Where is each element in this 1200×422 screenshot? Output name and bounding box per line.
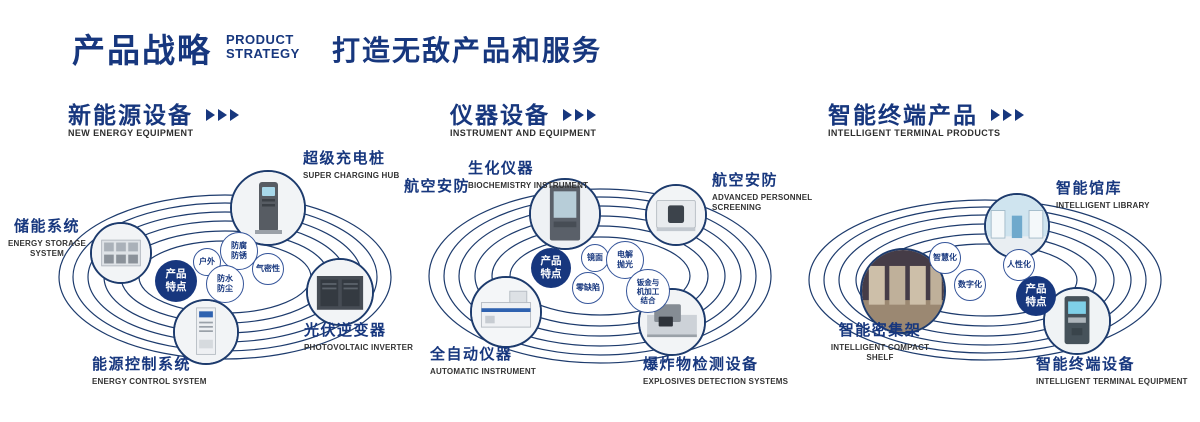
feature-bubble-humanized: 人性化 [1003, 249, 1035, 281]
feature-bubble-zero-defect: 零缺陷 [572, 272, 604, 304]
pv-inverter-image [308, 260, 372, 324]
section-subtitle-instrument: INSTRUMENT AND EQUIPMENT [450, 128, 597, 138]
page-title-en: PRODUCT STRATEGY [226, 33, 300, 60]
feature-bubble-smart: 智慧化 [929, 242, 961, 274]
badge-label: 产品特点 [1025, 283, 1047, 308]
feature-label: 人性化 [1007, 260, 1031, 270]
product-label-energy-storage: 储能系统 ENERGY STORAGE SYSTEM [4, 218, 90, 258]
product-label-super-charging-hub: 超级充电桩 SUPER CHARGING HUB [303, 150, 400, 181]
section-header-instrument: 仪器设备 [450, 96, 596, 130]
triple-arrow-icon [203, 108, 239, 121]
feature-label: 智慧化 [933, 253, 957, 263]
product-label-biochemistry: 生化仪器 BIOCHEMISTRY INSTRUMENT [468, 160, 588, 191]
product-title: 超级充电桩 [303, 150, 386, 167]
energy-storage-image [92, 224, 150, 282]
badge-label: 产品特点 [165, 268, 187, 293]
page-title-en-line1: PRODUCT [226, 32, 294, 47]
product-subtitle: ADVANCED PERSONNEL SCREENING [712, 193, 813, 212]
personnel-screening-image [647, 186, 705, 244]
product-subtitle: INTELLIGENT COMPACT SHELF [830, 343, 930, 362]
section-title-terminal: 智能终端产品 [828, 102, 978, 128]
product-circle-biochemistry [529, 178, 601, 250]
product-title: 储能系统 [13, 218, 80, 235]
product-title: 全自动仪器 [430, 346, 513, 363]
product-title: 爆炸物检测设备 [643, 356, 759, 373]
product-circle-explosives-detection [638, 288, 706, 356]
product-features-badge: 产品特点 [155, 260, 197, 302]
feature-label: 数字化 [958, 280, 982, 290]
automatic-instrument-image [472, 278, 540, 346]
feature-bubble-airtight: 气密性 [252, 253, 284, 285]
product-label-aviation-security-side: 航空安防 [404, 178, 470, 196]
feature-bubble-sheetmetal-machining: 钣金与机加工结合 [626, 269, 670, 313]
product-subtitle: BIOCHEMISTRY INSTRUMENT [468, 181, 589, 190]
product-label-personnel-screening: 航空安防 ADVANCED PERSONNEL SCREENING [712, 172, 830, 212]
product-subtitle: SUPER CHARGING HUB [303, 171, 400, 180]
product-title: 航空安防 [712, 172, 779, 189]
intelligent-library-image [986, 195, 1048, 257]
product-circle-pv-inverter [306, 258, 374, 326]
product-label-energy-control: 能源控制系统 ENERGY CONTROL SYSTEM [92, 356, 207, 387]
product-title: 光伏逆变器 [304, 322, 387, 339]
product-subtitle: ENERGY STORAGE SYSTEM [7, 239, 87, 258]
triple-arrow-icon [560, 108, 596, 121]
product-subtitle: EXPLOSIVES DETECTION SYSTEMS [643, 377, 789, 386]
product-subtitle: INTELLIGENT TERMINAL EQUIPMENT [1036, 377, 1188, 386]
product-title: 航空安防 [404, 178, 471, 195]
feature-label: 气密性 [256, 264, 280, 274]
product-features-badge: 产品特点 [531, 248, 571, 288]
section-title-new-energy: 新能源设备 [68, 102, 193, 128]
page-title-en-line2: STRATEGY [226, 45, 300, 61]
triple-arrow-icon [988, 108, 1024, 121]
energy-control-image [175, 301, 237, 363]
product-title: 智能终端设备 [1036, 356, 1136, 373]
product-label-intelligent-library: 智能馆库 INTELLIGENT LIBRARY [1056, 180, 1150, 211]
product-label-explosives-detection: 爆炸物检测设备 EXPLOSIVES DETECTION SYSTEMS [643, 356, 788, 387]
feature-label: 镜面 [587, 253, 603, 263]
section-header-terminal: 智能终端产品 [828, 96, 1024, 130]
feature-label: 零缺陷 [576, 283, 600, 293]
feature-bubble-anticorrosion: 防腐防锈 [220, 232, 258, 270]
product-circle-intelligent-library [984, 193, 1050, 259]
section-subtitle-new-energy: NEW ENERGY EQUIPMENT [68, 128, 194, 138]
product-circle-energy-storage [90, 222, 152, 284]
product-label-compact-shelf: 智能密集架 INTELLIGENT COMPACT SHELF [824, 322, 936, 362]
feature-label: 防腐防锈 [231, 241, 247, 260]
product-subtitle: AUTOMATIC INSTRUMENT [430, 367, 536, 376]
product-title: 生化仪器 [468, 160, 535, 177]
feature-label: 钣金与机加工结合 [636, 277, 660, 305]
product-label-automatic-instrument: 全自动仪器 AUTOMATIC INSTRUMENT [430, 346, 536, 377]
section-subtitle-terminal: INTELLIGENT TERMINAL PRODUCTS [828, 128, 1001, 138]
section-title-instrument: 仪器设备 [450, 102, 550, 128]
product-title: 能源控制系统 [92, 356, 192, 373]
biochemistry-instrument-image [531, 180, 599, 248]
product-title: 智能密集架 [838, 322, 922, 339]
page-title: 产品战略 [72, 32, 212, 69]
feature-bubble-digital: 数字化 [954, 269, 986, 301]
feature-label: 电解抛光 [617, 250, 633, 269]
page-tagline: 打造无敌产品和服务 [332, 35, 603, 66]
product-circle-energy-control [173, 299, 239, 365]
feature-label: 防水防尘 [217, 274, 233, 293]
section-header-new-energy: 新能源设备 [68, 96, 239, 130]
feature-label: 户外 [199, 257, 215, 267]
feature-bubble-waterproof: 防水防尘 [206, 265, 244, 303]
product-label-pv-inverter: 光伏逆变器 PHOTOVOLTAIC INVERTER [304, 322, 413, 353]
product-features-badge: 产品特点 [1016, 276, 1056, 316]
compact-shelf-image [862, 250, 944, 332]
product-subtitle: ENERGY CONTROL SYSTEM [92, 377, 207, 386]
badge-label: 产品特点 [540, 255, 562, 280]
feature-bubble-mirror: 镜面 [581, 244, 609, 272]
product-circle-personnel-screening [645, 184, 707, 246]
product-circle-automatic-instrument [470, 276, 542, 348]
product-title: 智能馆库 [1056, 180, 1123, 197]
product-subtitle: INTELLIGENT LIBRARY [1056, 201, 1150, 210]
product-subtitle: PHOTOVOLTAIC INVERTER [304, 343, 414, 352]
product-label-terminal-equipment: 智能终端设备 INTELLIGENT TERMINAL EQUIPMENT [1036, 356, 1188, 387]
